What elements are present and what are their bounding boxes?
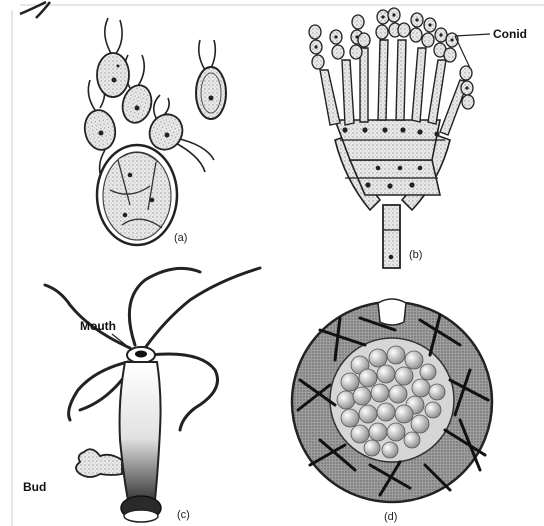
panel-c-hydra: Mouth Bud (c) xyxy=(23,268,260,522)
panel-a-caption: (a) xyxy=(174,232,187,244)
mouth-label: Mouth xyxy=(80,319,116,333)
panel-b-conidiophore: Conid (b) xyxy=(309,8,527,268)
panel-d-caption: (d) xyxy=(384,511,397,523)
panel-d-gemmule: (d) xyxy=(292,299,492,523)
panel-a-zoospores: (a) xyxy=(82,18,226,245)
bud-label: Bud xyxy=(23,480,46,494)
conidia-label: Conid xyxy=(493,27,527,41)
panel-c-caption: (c) xyxy=(177,509,190,521)
panel-b-caption: (b) xyxy=(409,249,422,261)
corner-stroke xyxy=(20,2,50,18)
